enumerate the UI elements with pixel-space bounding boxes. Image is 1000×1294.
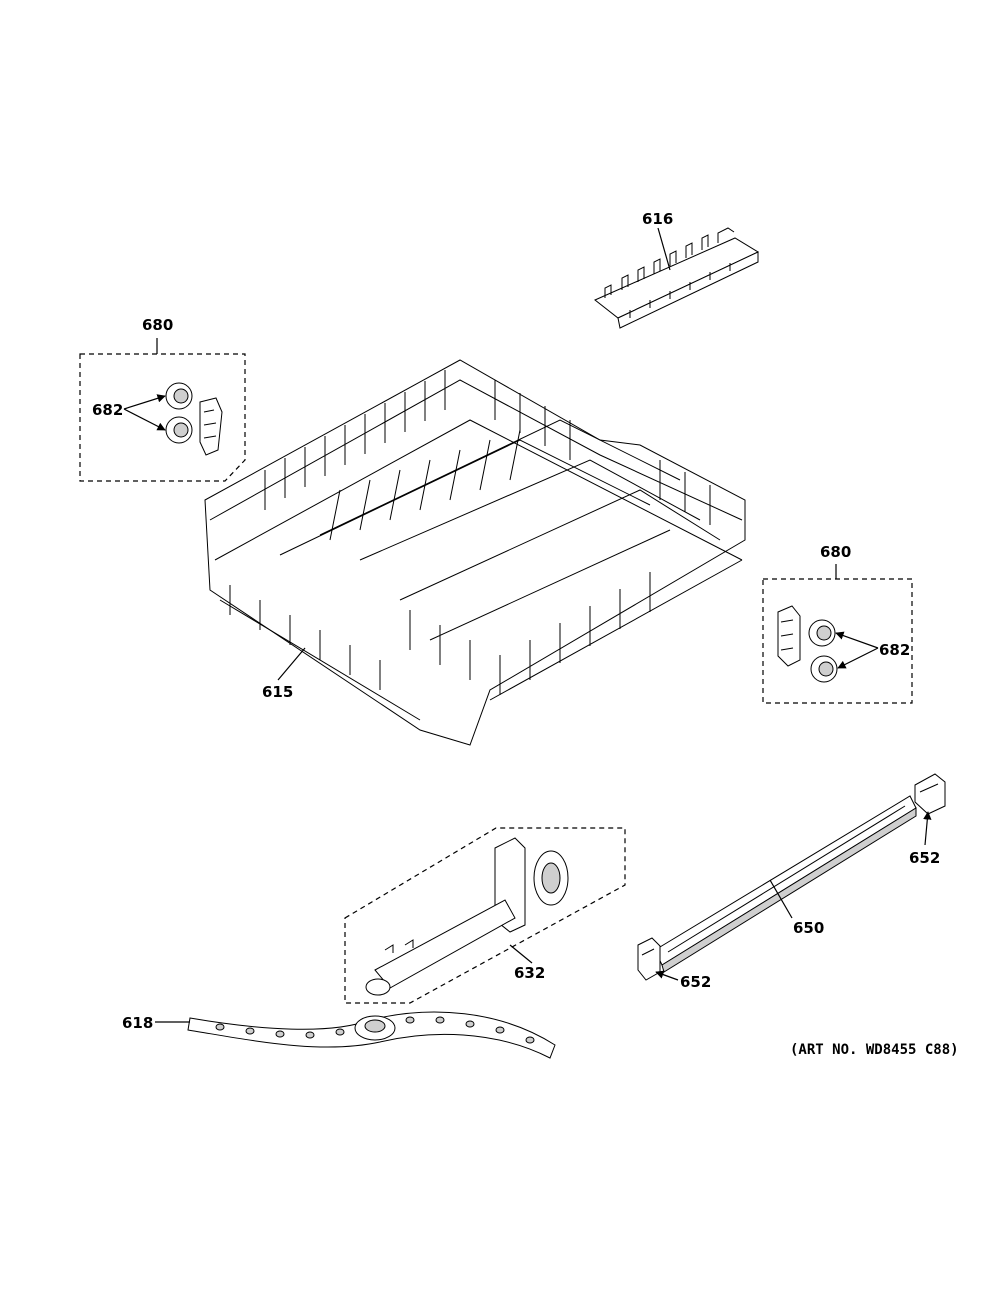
leader-line-632 (509, 944, 533, 964)
wheel-part (810, 655, 838, 683)
spray-arm-part (187, 1011, 556, 1059)
wheel-part (808, 619, 836, 647)
leader-line-652-top (923, 811, 932, 846)
wheel-part (165, 382, 193, 410)
kit-frame-right (762, 578, 913, 704)
callout-682-left: 682 (92, 401, 123, 419)
leader-line-650 (769, 879, 793, 919)
upper-rack-part (204, 359, 746, 746)
leader-line-682-left-b (123, 408, 166, 431)
callout-618: 618 (122, 1014, 153, 1032)
rack-rail-part (654, 795, 917, 973)
wheel-holder-part (777, 605, 801, 667)
callout-616: 616 (642, 210, 673, 228)
rail-stop-top-part (914, 773, 946, 815)
callout-652-top: 652 (909, 849, 940, 867)
leader-line-682-right-a (835, 631, 879, 649)
art-number: (ART NO. WD8455 C88) (790, 1042, 959, 1058)
wheel-part (165, 416, 193, 444)
tine-row-part (594, 227, 760, 329)
manifold-frame (344, 827, 626, 1004)
rail-stop-bottom-part (637, 937, 661, 981)
callout-632: 632 (514, 964, 545, 982)
leader-line-616 (657, 227, 671, 271)
leader-line-682-right-b (837, 647, 879, 669)
leader-line-615 (277, 647, 306, 681)
wheel-holder-part (199, 397, 223, 456)
kit-frame-left (79, 353, 246, 482)
callout-650: 650 (793, 919, 824, 937)
leader-line-652-bottom (655, 970, 679, 981)
callout-682-right: 682 (879, 641, 910, 659)
callout-680-right: 680 (820, 543, 851, 561)
callout-615: 615 (262, 683, 293, 701)
callout-680-left: 680 (142, 316, 173, 334)
leader-line-682-left-a (123, 394, 166, 410)
callout-652-bottom: 652 (680, 973, 711, 991)
manifold-part (365, 837, 569, 996)
